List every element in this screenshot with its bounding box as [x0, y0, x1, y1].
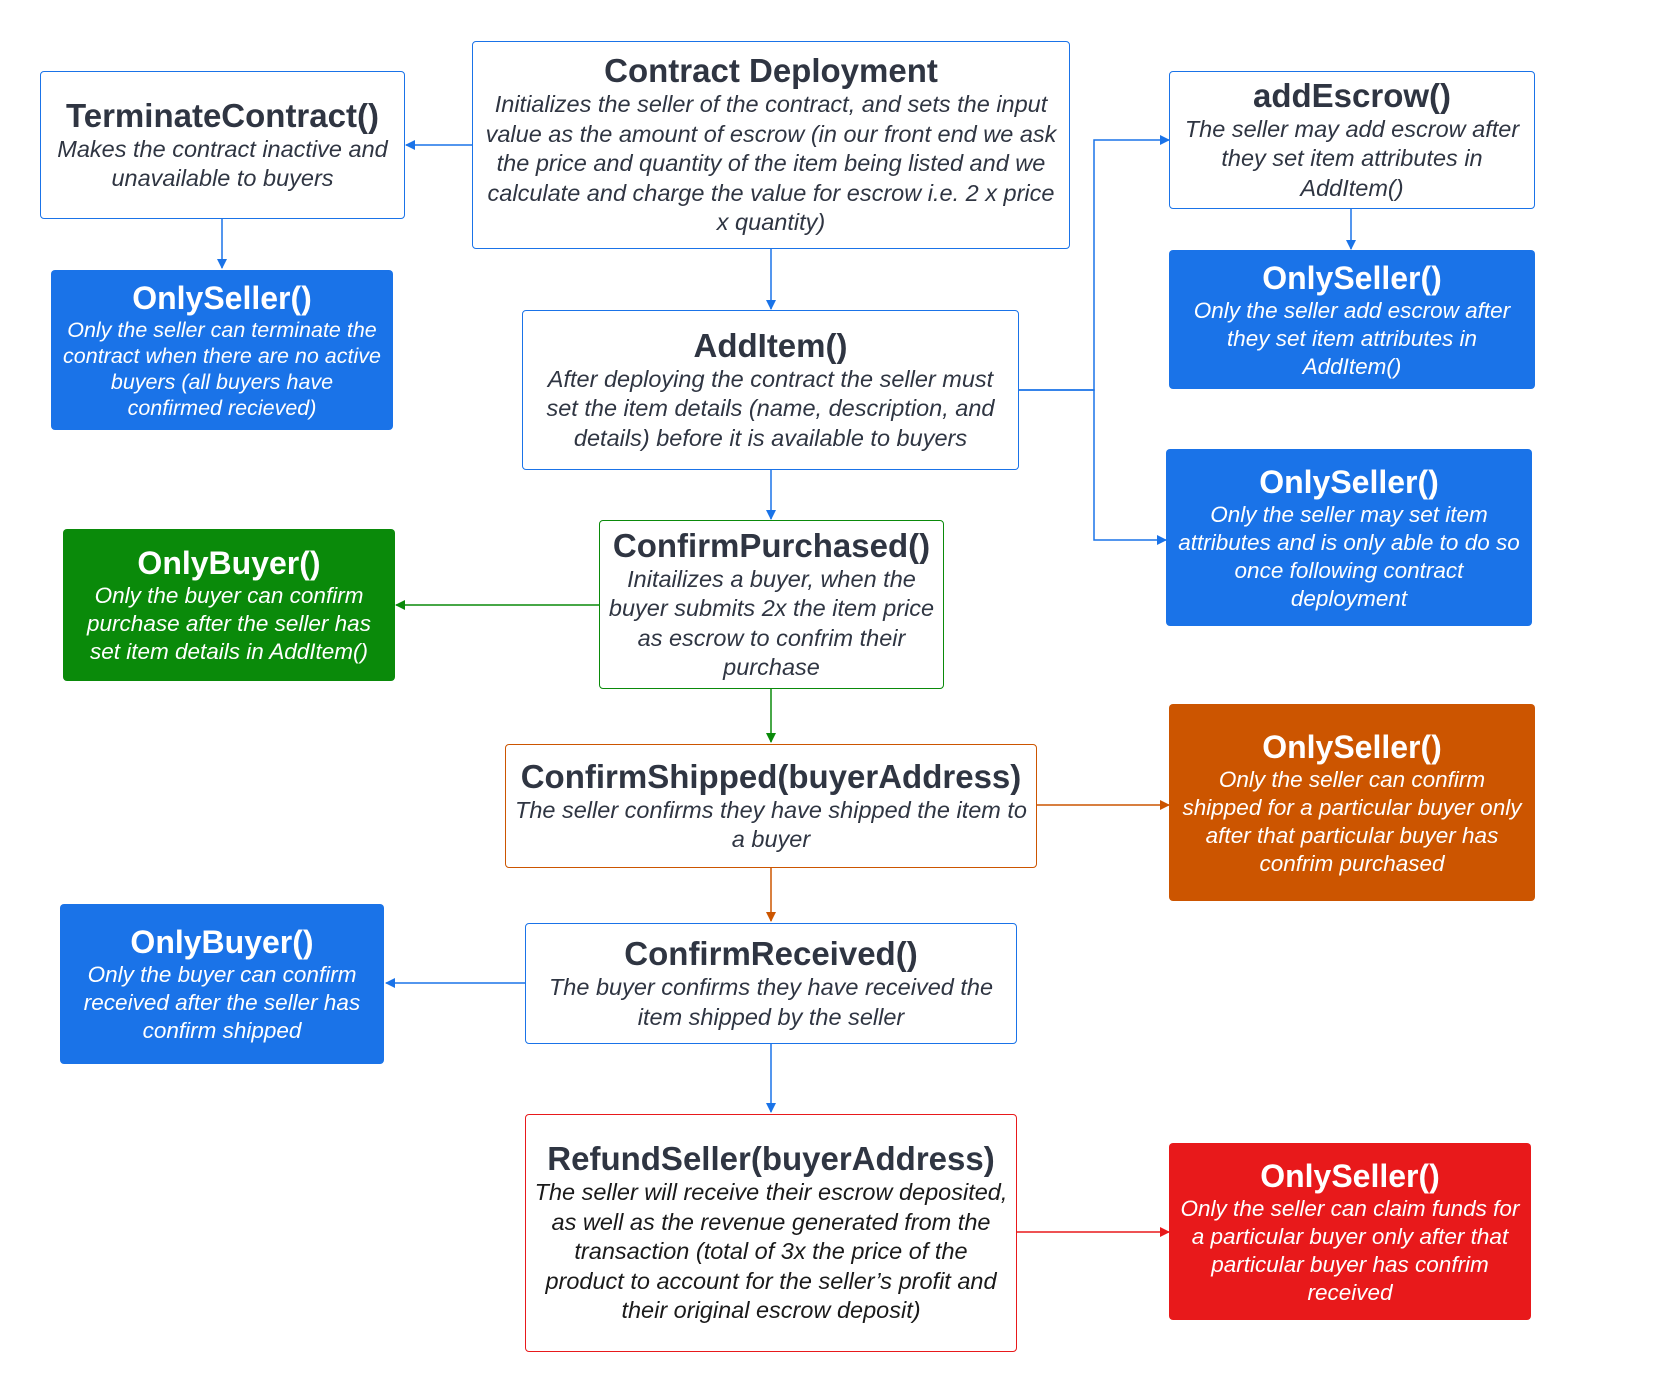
- node-title: TerminateContract(): [66, 96, 379, 134]
- node-description: After deploying the contract the seller …: [546, 365, 995, 451]
- node-description: The seller confirms they have shipped th…: [514, 796, 1028, 853]
- node-title: RefundSeller(buyerAddress): [547, 1140, 995, 1178]
- node-title: ConfirmPurchased(): [612, 526, 931, 564]
- node-description: Only the seller can terminate the contra…: [63, 318, 381, 420]
- node-title: OnlySeller(): [1262, 259, 1442, 296]
- received-only-buyer-box: OnlyBuyer() Only the buyer can confirm r…: [60, 904, 384, 1064]
- node-description: Only the buyer can confirm received afte…: [83, 962, 361, 1043]
- node-title: addEscrow(): [1252, 76, 1452, 114]
- shipped-only-seller-box: OnlySeller() Only the seller can confirm…: [1169, 704, 1535, 901]
- node-description: Makes the contract inactive and unavaila…: [57, 135, 388, 192]
- arrow-additem-to-onlyseller: [1019, 389, 1167, 545]
- node-description: Initializes the seller of the contract, …: [485, 91, 1057, 236]
- node-title: ConfirmShipped(buyerAddress): [520, 757, 1022, 795]
- node-title: OnlySeller(): [1260, 1157, 1440, 1194]
- node-title: OnlySeller(): [1259, 463, 1439, 500]
- refund-only-seller-box: OnlySeller() Only the seller can claim f…: [1169, 1143, 1531, 1320]
- node-description: Only the seller can claim funds for a pa…: [1180, 1195, 1520, 1305]
- terminate-contract-box: TerminateContract() Makes the contract i…: [40, 71, 405, 219]
- refund-seller-box: RefundSeller(buyerAddress) The seller wi…: [525, 1114, 1017, 1352]
- node-title: OnlyBuyer(): [130, 924, 314, 960]
- node-title: Contract Deployment: [604, 52, 938, 90]
- add-item-only-seller-box: OnlySeller() Only the seller may set ite…: [1166, 449, 1532, 626]
- node-description: Initailizes a buyer, when the buyer subm…: [608, 565, 935, 681]
- confirm-purchased-box: ConfirmPurchased() Initailizes a buyer, …: [599, 520, 944, 689]
- node-title: OnlySeller(): [132, 280, 312, 316]
- node-description: The buyer confirms they have received th…: [548, 974, 994, 1030]
- contract-deployment-box: Contract Deployment Initializes the sell…: [472, 41, 1070, 249]
- purchase-only-buyer-box: OnlyBuyer() Only the buyer can confirm p…: [63, 529, 395, 681]
- confirm-received-box: ConfirmReceived() The buyer confirms the…: [525, 923, 1017, 1044]
- node-description: The seller may add escrow after they set…: [1184, 115, 1520, 201]
- node-title: ConfirmReceived(): [624, 935, 918, 972]
- add-escrow-box: addEscrow() The seller may add escrow af…: [1169, 71, 1535, 209]
- node-title: AddItem(): [693, 326, 848, 364]
- node-description: The seller will receive their escrow dep…: [534, 1179, 1008, 1324]
- node-title: OnlyBuyer(): [137, 545, 321, 581]
- confirm-shipped-box: ConfirmShipped(buyerAddress) The seller …: [505, 744, 1037, 868]
- add-item-box: AddItem() After deploying the contract t…: [522, 310, 1019, 470]
- node-title: OnlySeller(): [1262, 728, 1442, 765]
- node-description: Only the seller add escrow after they se…: [1193, 297, 1511, 379]
- node-description: Only the buyer can confirm purchase afte…: [87, 583, 371, 664]
- terminate-only-seller-box: OnlySeller() Only the seller can termina…: [51, 270, 393, 430]
- node-description: Only the seller can confirm shipped for …: [1182, 766, 1522, 876]
- escrow-only-seller-box: OnlySeller() Only the seller add escrow …: [1169, 250, 1535, 389]
- node-description: Only the seller may set item attributes …: [1178, 501, 1520, 611]
